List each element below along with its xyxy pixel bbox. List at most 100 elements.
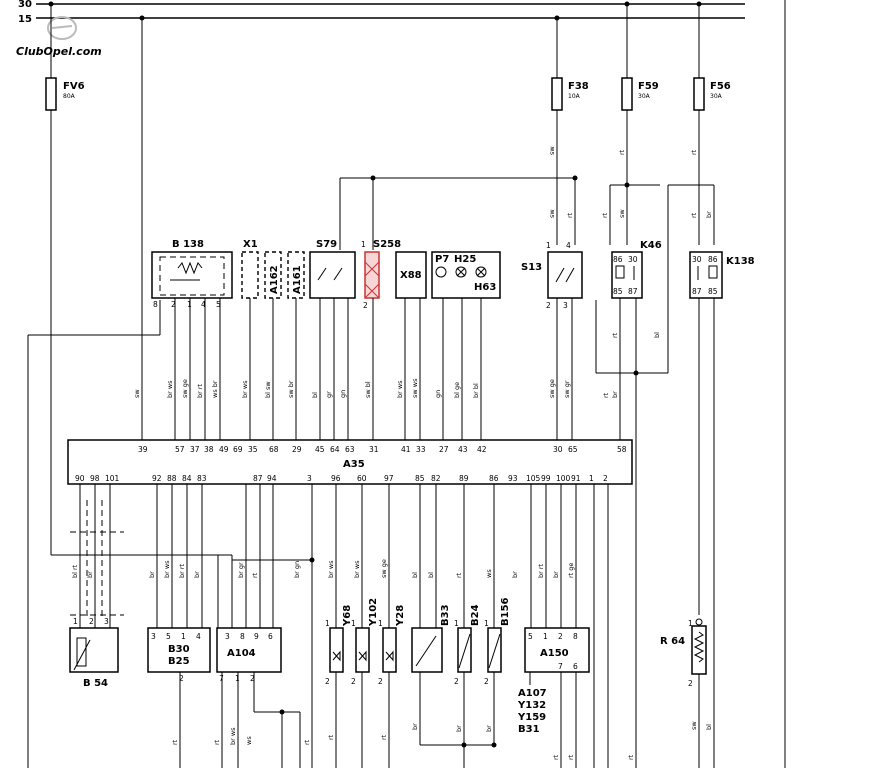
wire-color-label: br (511, 571, 519, 578)
wire-color-label: rt (618, 149, 626, 155)
a35-bottom-pin: 90 (75, 474, 85, 483)
svg-text:86: 86 (708, 255, 718, 264)
wire-color-label: sw br (287, 380, 295, 398)
component-b33: B33 (411, 484, 494, 746)
watermark-text: ClubOpel.com (16, 45, 102, 58)
a162-label: A162 (269, 265, 280, 294)
p7-label: P7 (435, 254, 449, 265)
wire-color-label: br (485, 725, 493, 732)
wire-color-label: rt (690, 149, 698, 155)
a35-top-pin: 29 (292, 445, 302, 454)
svg-text:1: 1 (181, 632, 186, 641)
y102-label: Y102 (368, 598, 379, 627)
fuse-f59-rating: 30A (638, 93, 651, 100)
r64-label: R 64 (660, 636, 685, 647)
svg-text:30: 30 (692, 255, 702, 264)
a35-bottom-pin: 91 (571, 474, 581, 483)
a35-top-pin: 68 (269, 445, 279, 454)
svg-text:1: 1 (543, 632, 548, 641)
a35-top-pin: 63 (345, 445, 355, 454)
a104-label: A104 (227, 648, 256, 659)
wire-color-label: bl (705, 724, 713, 730)
fuse-fv6: FV6 80A (45, 4, 85, 555)
k46-label: K46 (640, 240, 662, 251)
component-s258: S258 12 (361, 239, 401, 440)
h63-label: H63 (474, 282, 496, 293)
wire-color-label: sw (133, 389, 141, 398)
wire-color-label: br ws (396, 380, 404, 398)
wire-color-label: br (552, 571, 560, 578)
a35-top-pin: 37 (190, 445, 200, 454)
a35-top-pin: 38 (204, 445, 214, 454)
svg-text:1: 1 (454, 619, 459, 628)
component-r64: R 64 12 (660, 618, 707, 768)
svg-text:1: 1 (351, 619, 356, 628)
svg-text:5: 5 (528, 632, 533, 641)
svg-text:4: 4 (201, 300, 206, 309)
fuse-f59-id: F59 (638, 81, 659, 92)
wire-color-label: rt (567, 754, 575, 760)
a35-bottom-pin: 87 (253, 474, 263, 483)
svg-text:3: 3 (151, 632, 156, 641)
a35-top-pin: 58 (617, 445, 627, 454)
b54-label: B 54 (83, 678, 108, 689)
fuse-f38-id: F38 (568, 81, 589, 92)
svg-text:3: 3 (563, 301, 568, 310)
svg-text:5: 5 (166, 632, 171, 641)
fuse-f56-rating: 30A (710, 93, 723, 100)
svg-text:2: 2 (688, 679, 693, 688)
wire-color-label: rt (611, 332, 619, 338)
wire-color-label: br gn (293, 561, 301, 578)
a35-bottom-pin: 88 (167, 474, 177, 483)
wire-color-label: bl (311, 392, 319, 398)
wire-color-label: bl rt (71, 564, 79, 578)
wire-color-label: bl (411, 572, 419, 578)
svg-text:3: 3 (225, 632, 230, 641)
a35-bottom-pin: 82 (431, 474, 441, 483)
h25-label: H25 (454, 254, 476, 265)
svg-text:7: 7 (558, 662, 563, 671)
fuse-fv6-id: FV6 (63, 81, 85, 92)
wire-color-label: sw bl (364, 381, 372, 398)
svg-text:86: 86 (613, 255, 623, 264)
svg-text:2: 2 (484, 677, 489, 686)
wire-color-label: rt (327, 734, 335, 740)
b138-label: B 138 (172, 239, 204, 250)
a35-top-pin: 33 (416, 445, 426, 454)
a35-bottom-pin: 100 (556, 474, 571, 483)
rail-15-label: 15 (18, 14, 32, 25)
wire-color-label: gr (325, 391, 333, 398)
a35-top-pin: 42 (477, 445, 487, 454)
a35-bottom-pin: 1 (589, 474, 594, 483)
component-a161: A161 (287, 251, 305, 440)
svg-text:2: 2 (546, 301, 551, 310)
watermark: ClubOpel.com (16, 16, 102, 58)
wire-color-label: br (86, 571, 94, 578)
component-p7-h25-h63: P7 H25 H63 (431, 251, 501, 440)
wire-color-label: sw (690, 721, 698, 730)
a35-bottom-pin: 96 (331, 474, 341, 483)
y68-label: Y68 (342, 605, 353, 627)
component-b24: B24 12 (454, 484, 481, 748)
a35-bottom-pin: 105 (526, 474, 541, 483)
wire-color-label: rt (601, 212, 609, 218)
wire-color-label: rt (602, 392, 610, 398)
wire-color-label: gn (434, 390, 442, 398)
wire-color-label: rt (690, 212, 698, 218)
b156-label: B156 (500, 597, 511, 626)
svg-text:1: 1 (73, 617, 78, 626)
component-x88: X88 (395, 251, 427, 440)
a35-bottom-pin: 97 (384, 474, 394, 483)
a35-bottom-pin: 89 (459, 474, 469, 483)
x1-label: X1 (243, 239, 258, 250)
svg-text:1: 1 (484, 619, 489, 628)
wire-color-label: sw (618, 209, 626, 218)
a35-top-pin: 57 (175, 445, 185, 454)
